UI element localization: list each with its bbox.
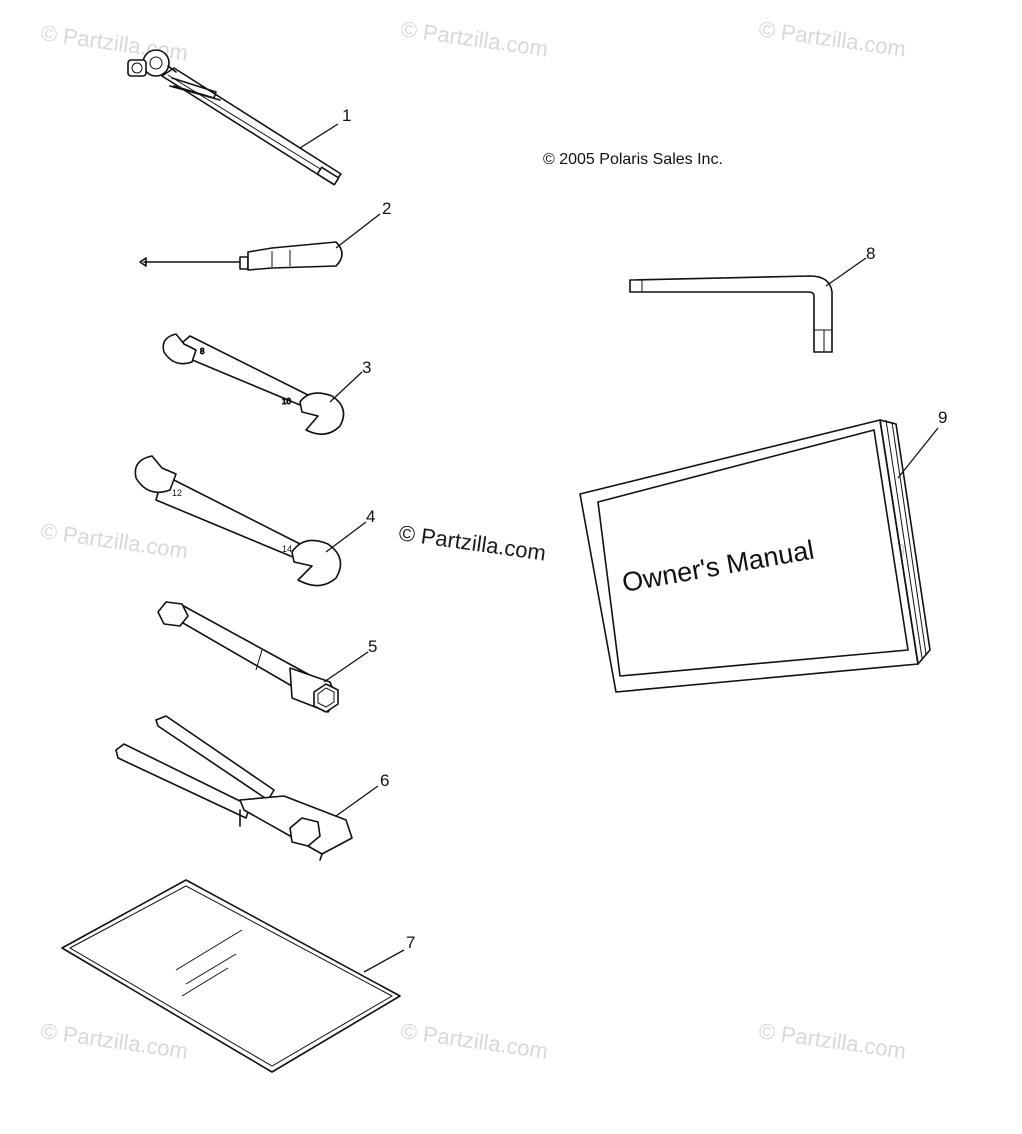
- svg-text:14: 14: [282, 544, 292, 554]
- callout-5: 5: [368, 637, 377, 656]
- callout-8: 8: [866, 244, 875, 263]
- callout-4: 4: [366, 507, 375, 526]
- callout-7: 7: [406, 933, 415, 952]
- part-4-wrench: 12 14: [134, 455, 342, 587]
- callout-2: 2: [382, 199, 391, 218]
- callout-9: 9: [938, 408, 947, 427]
- center-watermark: © Partzilla.com: [397, 520, 547, 565]
- watermark-top-right: © Partzilla.com: [757, 16, 907, 61]
- part-3-wrench: 8 10: [162, 333, 345, 435]
- svg-text:12: 12: [172, 488, 182, 498]
- part-5-socket-wrench: [157, 601, 339, 713]
- watermark-mid-left: © Partzilla.com: [39, 518, 189, 563]
- part-7-decal-sheet: [61, 879, 401, 1073]
- svg-text:8: 8: [200, 347, 205, 356]
- watermark-bottom-center: © Partzilla.com: [399, 1018, 549, 1063]
- watermark-bottom-right: © Partzilla.com: [757, 1018, 907, 1063]
- part-9-owners-manual: Owner's Manual: [579, 419, 931, 693]
- leader-lines: [299, 123, 939, 973]
- callouts: 1 2 3 4 5 6 7 8 9: [342, 106, 947, 952]
- part-8-hex-key: [629, 275, 833, 353]
- svg-text:10: 10: [282, 397, 291, 406]
- callout-3: 3: [362, 358, 371, 377]
- watermark-bottom-left: © Partzilla.com: [39, 1018, 189, 1063]
- callout-6: 6: [380, 771, 389, 790]
- part-1-pressure-gauge: [127, 49, 342, 186]
- watermark-top-center: © Partzilla.com: [399, 16, 549, 61]
- part-6-hex-tool: [115, 715, 353, 861]
- part-2-screwdriver: [139, 241, 343, 271]
- callout-1: 1: [342, 106, 351, 125]
- copyright-text: © 2005 Polaris Sales Inc.: [543, 151, 723, 168]
